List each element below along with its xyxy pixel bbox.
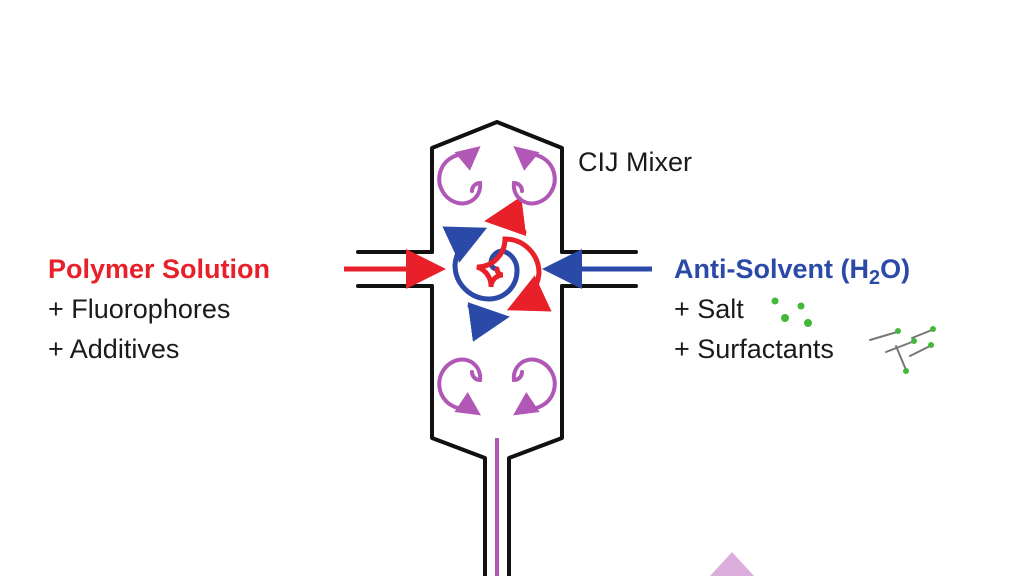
mixer-label: CIJ Mixer — [578, 147, 692, 177]
vortex-top-left — [437, 146, 483, 206]
antisolvent-title-subscript: 2 — [869, 267, 881, 289]
fluorophores-label: + Fluorophores — [48, 294, 231, 324]
vortex-bottom-left — [437, 357, 483, 416]
antisolvent-title-prefix: Anti-Solvent (H — [674, 254, 869, 284]
spiral-blue-tail — [467, 302, 510, 342]
mixing-spiral — [442, 196, 552, 342]
surfactant-icon — [869, 326, 936, 374]
vortices — [437, 146, 557, 416]
additives-label: + Additives — [48, 334, 180, 364]
spiral-red — [476, 236, 552, 312]
polymer-solution-title: Polymer Solution — [48, 254, 271, 284]
antisolvent-title-suffix: O) — [880, 254, 911, 284]
vortex-bottom-right — [511, 357, 557, 416]
antisolvent-title: Anti-Solvent (H2O) — [674, 253, 911, 289]
surfactants-label: + Surfactants — [674, 334, 834, 364]
spiral-red-tail — [484, 196, 527, 237]
salt-icon — [771, 297, 812, 327]
salt-label: + Salt — [674, 294, 744, 324]
bottom-triangle-shape — [710, 552, 754, 576]
vortex-top-right — [511, 146, 557, 206]
